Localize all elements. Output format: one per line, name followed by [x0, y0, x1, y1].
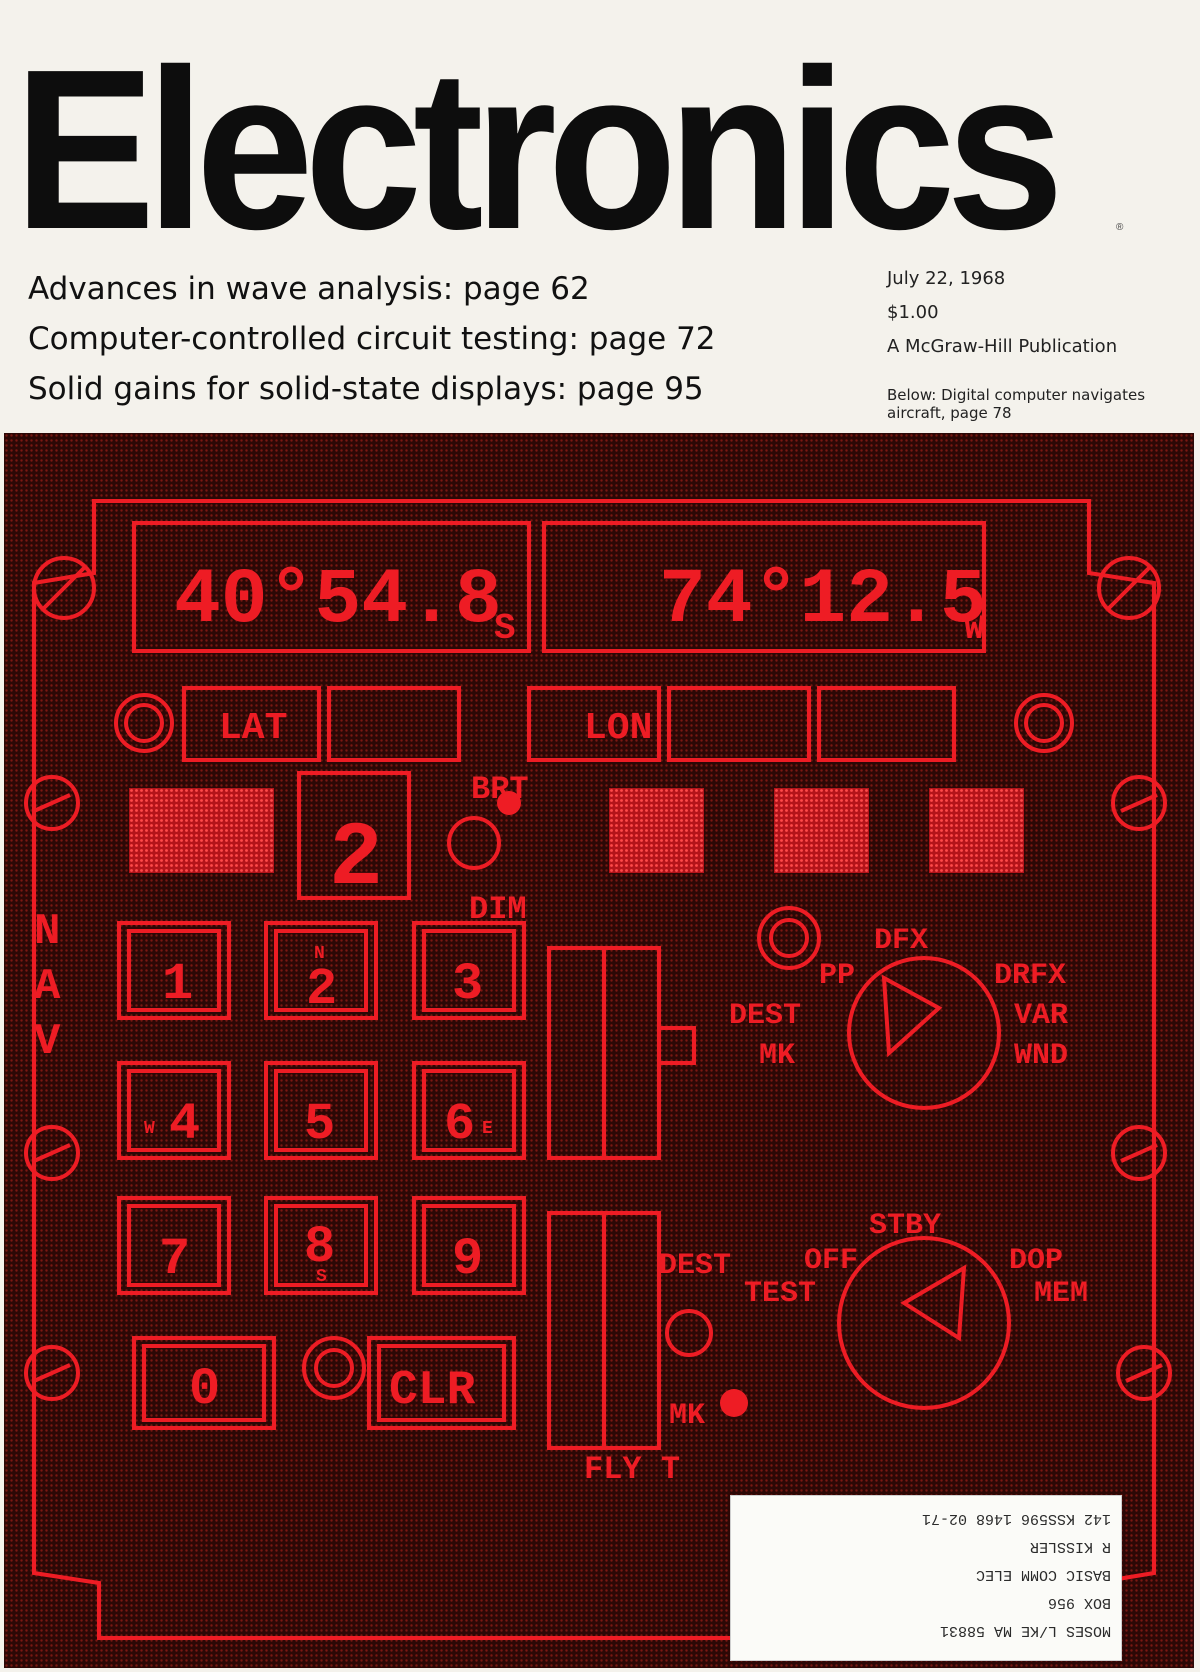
lat-display-window [132, 521, 531, 653]
digit-display: 2 [329, 809, 383, 911]
label-line: BASIC COMM ELEC [975, 1566, 1111, 1583]
lat-readout: 40°54.8 [174, 557, 502, 645]
key-8-sub: S [316, 1267, 327, 1287]
key-clr: CLR [389, 1364, 476, 1418]
nav-label-n: N [34, 907, 60, 957]
issue-price: $1.00 [887, 302, 939, 323]
registered-mark: ® [1116, 222, 1124, 233]
lon-readout: 74°12.5 [659, 557, 987, 645]
dial-dest: DEST [729, 999, 801, 1033]
label-line: R KISSLER [1029, 1538, 1111, 1555]
cover-photo: 40°54.8 S 74°12.5 W LAT LON 2 BRT DIM N … [4, 433, 1194, 1668]
mailing-label: MOSES L/KE MA 58831 BOX 956 BASIC COMM E… [730, 1495, 1122, 1661]
key-6: 6 [444, 1095, 475, 1154]
headline-solid-state-displays: Solid gains for solid-state displays: pa… [28, 371, 704, 407]
key-9: 9 [452, 1230, 483, 1289]
dial-test: TEST [744, 1277, 816, 1311]
dial-pp: PP [819, 959, 855, 993]
key-0: 0 [189, 1360, 220, 1419]
publisher: A McGraw-Hill Publication [887, 336, 1118, 357]
cover-caption: Below: Digital computer navigates aircra… [887, 386, 1146, 422]
dim-label: DIM [469, 891, 527, 928]
label-line: BOX 956 [1047, 1594, 1111, 1611]
lat-hemisphere: S [494, 608, 516, 649]
dial-drfx: DRFX [994, 959, 1066, 993]
key-6-sub: E [482, 1119, 493, 1139]
mode-dial-lower [837, 1236, 1011, 1410]
dial-dfx: DFX [874, 924, 928, 958]
key-2-sub: N [314, 944, 325, 964]
switch-mk: MK [669, 1399, 705, 1433]
nav-label-v: V [34, 1017, 61, 1067]
brt-label: BRT [471, 771, 529, 808]
cover-headlines: Advances in wave analysis: page 62 Compu… [28, 264, 716, 414]
key-2: 2 [306, 960, 337, 1019]
dial-var: VAR [1014, 999, 1068, 1033]
label-line: 142 KSS596 1468 02-71 [921, 1510, 1111, 1527]
nav-label-a: A [34, 962, 61, 1012]
dial-mk: MK [759, 1039, 795, 1073]
key-1: 1 [162, 955, 193, 1014]
lon-label: LON [584, 707, 652, 750]
issue-date: July 22, 1968 [887, 268, 1006, 289]
key-5: 5 [304, 1095, 335, 1154]
switch-dest: DEST [659, 1249, 731, 1283]
key-3: 3 [452, 955, 483, 1014]
key-4-sub: W [144, 1119, 155, 1139]
magazine-title: Electronics [14, 23, 1064, 277]
key-7: 7 [159, 1230, 190, 1289]
fly-to-label: FLY T [584, 1451, 680, 1488]
lat-label: LAT [219, 707, 287, 750]
nav-panel-illustration: 40°54.8 S 74°12.5 W LAT LON 2 BRT DIM N … [4, 433, 1194, 1668]
lon-hemisphere: W [964, 611, 985, 649]
headline-circuit-testing: Computer-controlled circuit testing: pag… [28, 321, 716, 357]
dial-dop: DOP [1009, 1244, 1063, 1278]
issue-info: July 22, 1968 $1.00 A McGraw-Hill Public… [887, 262, 1117, 364]
mode-dial-upper [847, 956, 1001, 1110]
key-4: 4 [169, 1095, 200, 1154]
dial-off: OFF [804, 1244, 858, 1278]
dial-wnd: WND [1014, 1039, 1068, 1073]
key-8: 8 [304, 1218, 335, 1277]
dial-mem: MEM [1034, 1277, 1088, 1311]
dial-stby: STBY [869, 1209, 941, 1243]
label-line: MOSES L/KE MA 58831 [939, 1622, 1111, 1639]
lon-display-window [542, 521, 986, 653]
headline-wave-analysis: Advances in wave analysis: page 62 [28, 271, 590, 307]
